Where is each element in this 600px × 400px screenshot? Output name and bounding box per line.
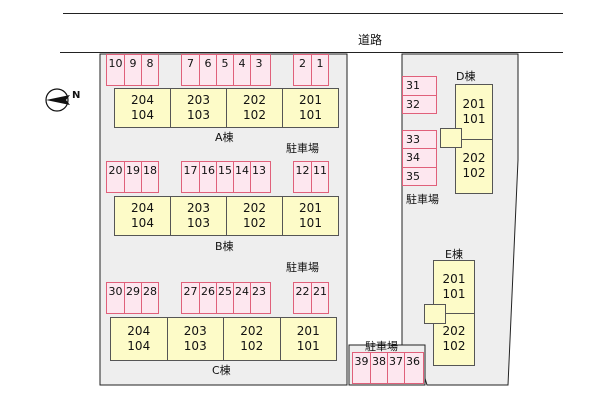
parking-row-a2: 7 6 5 4 3 [181, 54, 271, 86]
parking-row-c2: 27 26 25 24 23 [181, 282, 271, 314]
stairwell-d [440, 128, 462, 148]
parking-space[interactable]: 2 [299, 57, 306, 70]
road-edge-line [63, 13, 563, 14]
parking-row-b2: 17 16 15 14 13 [181, 161, 271, 193]
parking-space[interactable]: 17 [183, 164, 198, 177]
parking-space[interactable]: 10 [108, 57, 123, 70]
parking-space[interactable]: 32 [403, 94, 436, 114]
parking-space[interactable]: 31 [406, 79, 420, 93]
parking-space[interactable]: 19 [124, 162, 141, 192]
parking-area-label-d: 駐車場 [406, 193, 439, 206]
parking-space[interactable]: 20 [108, 164, 123, 177]
parking-space[interactable]: 12 [295, 164, 310, 177]
parking-space[interactable]: 18 [141, 162, 158, 192]
parking-space[interactable]: 13 [250, 162, 267, 192]
parking-row-a3: 2 1 [293, 54, 329, 86]
parking-area-label-bottom: 駐車場 [365, 340, 398, 353]
parking-space[interactable]: 24 [233, 283, 250, 313]
parking-row-d1: 31 32 [402, 76, 437, 114]
parking-space[interactable]: 29 [124, 283, 141, 313]
north-arrow-icon [44, 87, 84, 117]
parking-space[interactable]: 33 [406, 133, 420, 147]
parking-space[interactable]: 23 [250, 283, 267, 313]
parking-space[interactable]: 14 [233, 162, 250, 192]
parking-space[interactable]: 28 [141, 283, 158, 313]
parking-space[interactable]: 22 [295, 285, 310, 298]
parking-space[interactable]: 39 [354, 355, 369, 368]
parking-row-c1: 30 29 28 [106, 282, 159, 314]
parking-area-label-b: 駐車場 [286, 261, 319, 274]
parking-row-a1: 10 9 8 [106, 54, 159, 86]
parking-space[interactable]: 21 [311, 283, 328, 313]
parking-space[interactable]: 26 [199, 283, 216, 313]
parking-space[interactable]: 36 [404, 353, 421, 383]
parking-space[interactable]: 4 [233, 55, 250, 85]
parking-space[interactable]: 1 [311, 55, 328, 85]
stairwell-e [424, 304, 446, 324]
building-e-label: E棟 [445, 248, 463, 261]
parking-row-bottom: 39 38 37 36 [352, 352, 424, 384]
parking-area-label-a: 駐車場 [286, 142, 319, 155]
parking-space[interactable]: 3 [250, 55, 267, 85]
parking-space[interactable]: 6 [199, 55, 216, 85]
parking-space[interactable]: 30 [108, 285, 123, 298]
parking-space[interactable]: 25 [216, 283, 233, 313]
parking-space[interactable]: 9 [124, 55, 141, 85]
parking-space[interactable]: 38 [370, 353, 387, 383]
parking-row-b3: 12 11 [293, 161, 329, 193]
parking-row-b1: 20 19 18 [106, 161, 159, 193]
building-a-label: A棟 [215, 131, 234, 144]
parking-space[interactable]: 5 [216, 55, 233, 85]
parking-space[interactable]: 7 [187, 57, 194, 70]
parking-space[interactable]: 16 [199, 162, 216, 192]
parking-space[interactable]: 8 [141, 55, 158, 85]
parking-space[interactable]: 15 [216, 162, 233, 192]
building-c-label: C棟 [212, 364, 231, 377]
parking-row-d2: 33 34 35 [402, 130, 437, 186]
parking-space[interactable]: 35 [403, 166, 436, 185]
parking-space[interactable]: 37 [387, 353, 404, 383]
parking-space[interactable]: 11 [311, 162, 328, 192]
building-d-label: D棟 [456, 70, 476, 83]
parking-space[interactable]: 27 [183, 285, 198, 298]
road-edge-line-lower [60, 52, 563, 53]
parking-row-c3: 22 21 [293, 282, 329, 314]
north-label: N [72, 90, 81, 101]
road-label: 道路 [358, 33, 383, 47]
building-b-label: B棟 [215, 240, 234, 253]
parking-space[interactable]: 34 [403, 148, 436, 166]
